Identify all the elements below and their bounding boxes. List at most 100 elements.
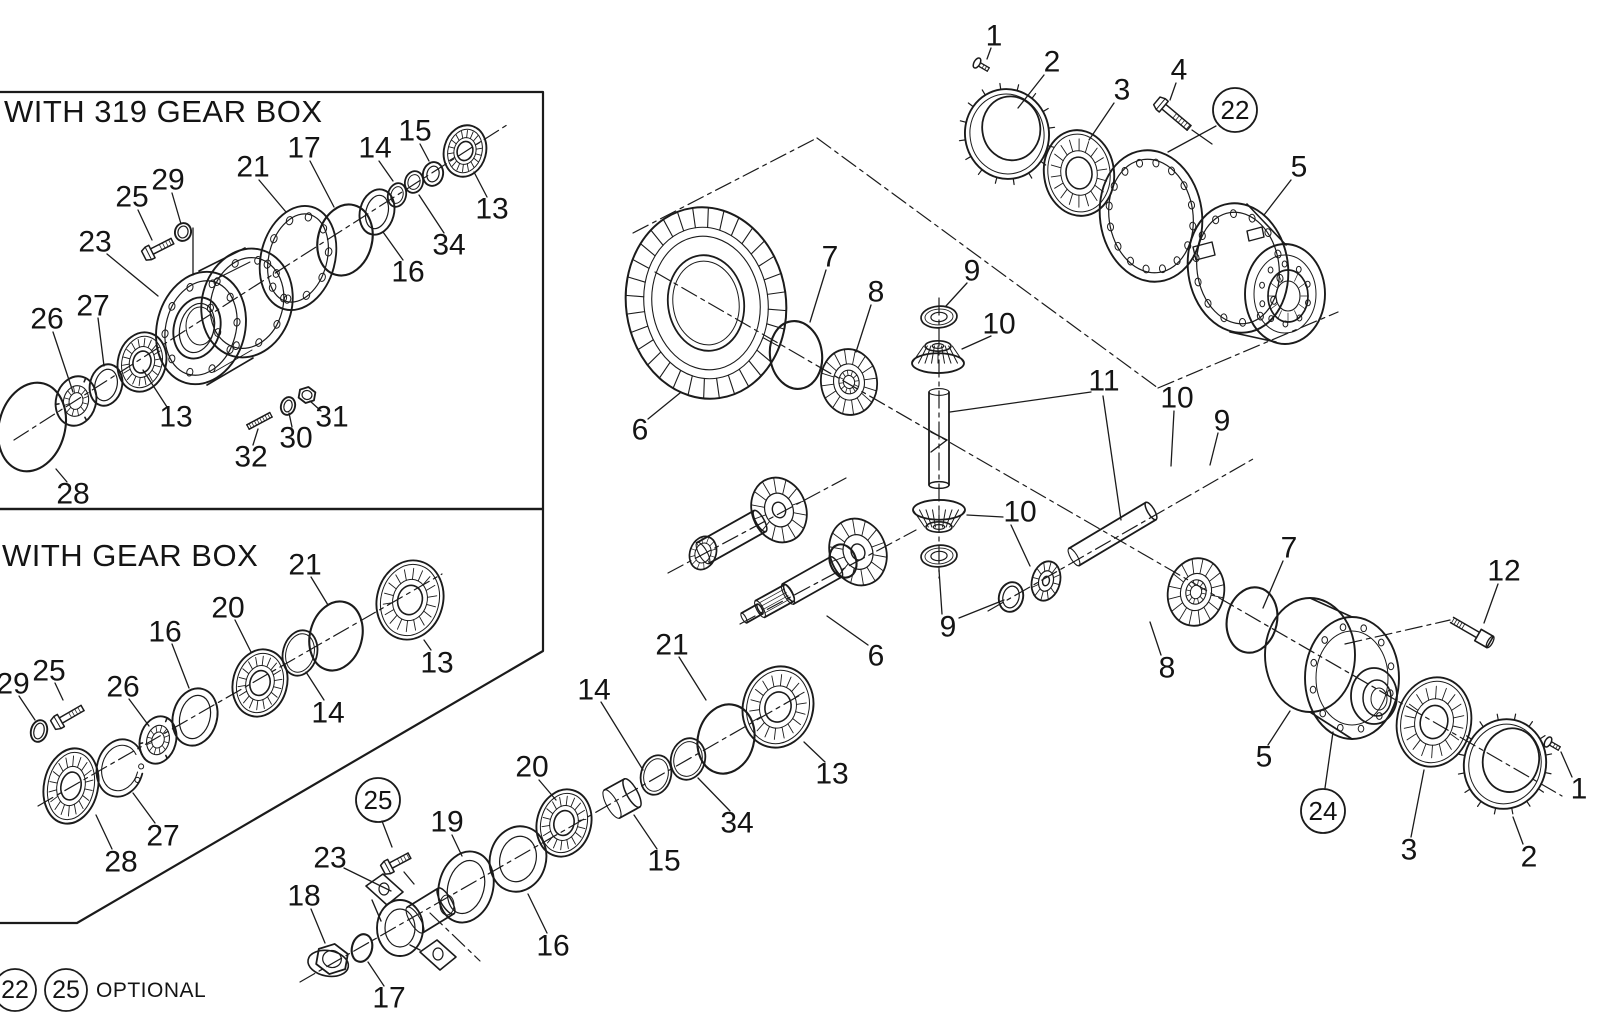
leader-line [418,194,445,234]
cross-pin-11b [1067,501,1158,567]
part-label-8: 8 [868,276,885,309]
leader-line [527,893,548,934]
pinion-gear-10c [1030,560,1062,602]
o-ring-28-box1 [0,381,67,473]
part-label-28: 28 [104,846,137,879]
part-label-34: 34 [432,229,465,262]
part-label-5: 5 [1256,741,1273,774]
leader-line [343,867,392,892]
bolt-25-box1 [140,237,175,261]
nut-18 [307,943,350,978]
leader-line [1263,179,1292,216]
part-label-8: 8 [1159,652,1176,685]
leader-line [1267,710,1291,746]
pinion-gear-6-upper [750,476,808,544]
washer-30-box1 [279,396,297,416]
section-title-gearbox: WITH GEAR BOX [2,538,258,573]
ring-19 [437,850,495,924]
centerline [654,271,1563,797]
centerline [816,137,1159,389]
washer-27-box1 [88,363,124,407]
part-label-14: 14 [358,132,391,165]
centerline [37,573,443,807]
screw-1b [1543,736,1561,751]
aux-line [1191,129,1213,145]
part-label-15: 15 [647,845,680,878]
leader-line [986,47,992,60]
leader-line [697,777,731,812]
part-label-5: 5 [1291,151,1308,184]
leader-line [803,741,826,763]
part-label-27: 27 [76,290,109,323]
ring-34-box1 [403,170,425,194]
leader-line [1560,751,1573,778]
ring-7 [768,320,824,390]
centerline [632,137,818,234]
leader-line [382,231,404,261]
part-label-19: 19 [430,806,463,839]
ring-gear-6 [624,206,788,400]
part-label-11: 11 [1088,365,1119,398]
leader-line [1169,82,1177,101]
leader-line [97,317,105,367]
leader-line [288,412,293,428]
part-label-34: 34 [720,807,753,840]
housing-5b [1264,597,1400,740]
leader-line [381,820,393,848]
bearing-3 [1042,129,1116,217]
part-label-23: 23 [78,226,111,259]
part-label-13: 13 [420,647,453,680]
bearing-3b [1395,676,1473,768]
leader-line [809,269,827,323]
bearing-20c [535,788,593,858]
splined-bore-6-upper [688,535,718,571]
bearing-20-box2 [231,648,289,718]
leader-line [1010,524,1031,567]
centerline [1157,311,1339,389]
hub-23-box1 [155,247,294,386]
part-label-24: 24 [1309,796,1338,826]
part-label-21: 21 [236,151,269,184]
part-label-9: 9 [940,611,957,644]
yoke-23 [365,873,457,971]
part-label-13: 13 [159,401,192,434]
part-label-29: 29 [0,668,30,701]
leader-line [106,253,159,297]
part-label-1: 1 [986,20,1003,53]
part-label-25: 25 [364,785,393,815]
bearing-28-box2 [42,747,100,825]
part-label-18: 18 [287,880,320,913]
washer-29-box1 [173,222,193,242]
washer-9b [920,544,958,568]
leader-line [1410,769,1425,838]
leader-line [309,400,322,412]
leader-line [1149,621,1162,656]
leader-line [1262,560,1284,609]
part-label-15: 15 [398,115,431,148]
snap-ring-27-box2 [95,738,145,798]
shaft [405,887,456,934]
leader-line [647,392,681,420]
part-label-6: 6 [868,640,885,673]
part-label-25: 25 [32,655,65,688]
lock-ring-2 [958,82,1056,186]
leader-line [966,514,1004,518]
centerline [739,529,917,625]
part-label-29: 29 [151,164,184,197]
part-label-12: 12 [1487,555,1520,588]
legend-balloon-22-number: 22 [1,976,29,1004]
part-label-31: 31 [315,401,348,434]
ring-14c [639,754,673,796]
centerline [987,458,1254,612]
part-label-2: 2 [1521,841,1538,874]
part-label-7: 7 [822,241,839,274]
leader-line [1167,125,1217,153]
part-label-2: 2 [1044,46,1061,79]
leader-line [423,639,432,651]
bolt-12 [1449,616,1495,649]
legend-balloon-25 [44,968,88,1012]
part-label-23: 23 [313,842,346,875]
